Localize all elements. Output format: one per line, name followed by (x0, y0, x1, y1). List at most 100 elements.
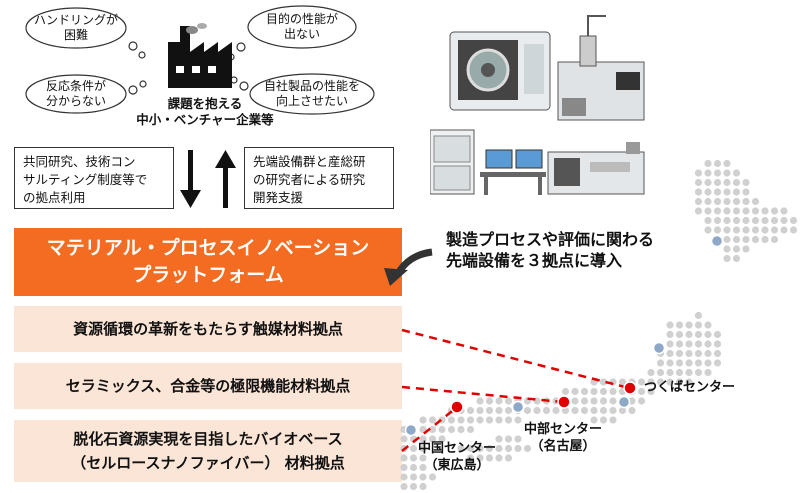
label-tsukuba: つくばセンター (644, 380, 736, 395)
map-dot (419, 454, 427, 462)
map-dot (409, 482, 418, 491)
factory-icon (168, 23, 232, 88)
map-dot (704, 169, 712, 177)
cloud-line: 反応条件が (45, 79, 106, 93)
map-dot (742, 235, 750, 244)
map-dot (523, 406, 532, 415)
map-dot (704, 368, 712, 377)
map-dot (523, 444, 532, 453)
cloud-text-handling: ハンドリングが 困難 (30, 13, 122, 43)
map-dot (761, 207, 769, 215)
map-dot (419, 473, 427, 481)
map-dot (713, 349, 722, 358)
marker-site (710, 234, 724, 248)
arrow-down-icon (180, 150, 201, 208)
map-dot (742, 226, 750, 234)
map-dot (694, 197, 703, 206)
map-dot (666, 349, 674, 358)
marker-chubu (557, 395, 571, 409)
map-dot (713, 169, 722, 177)
map-dot (419, 463, 427, 472)
map-dot (761, 216, 769, 225)
map-dot (599, 387, 608, 396)
map-dot (694, 178, 703, 187)
map-dot (666, 321, 674, 329)
challenge-clouds (25, 5, 375, 115)
map-dot (628, 406, 636, 415)
map-dot (495, 406, 503, 415)
map-dot (723, 226, 731, 234)
map-dot (666, 340, 674, 348)
cloud-shape (249, 73, 375, 115)
cloud-text-conditions: 反応条件が 分からない (30, 79, 122, 109)
marker-site (652, 341, 666, 355)
map-dot (438, 435, 446, 443)
map-dot (675, 321, 684, 329)
map-dot (428, 425, 437, 434)
map-dot (723, 207, 731, 215)
platform-banner: マテリアル・プロセスイノベーション プラットフォーム (14, 228, 402, 296)
map-dot (514, 416, 522, 424)
map-dot (789, 226, 798, 234)
map-dot (704, 349, 712, 358)
map-dot (723, 159, 731, 168)
map-dot (552, 406, 560, 415)
map-dot (514, 435, 522, 443)
map-dot (685, 340, 693, 348)
map-dot (419, 444, 427, 453)
map-dot (723, 178, 731, 187)
map-dot (704, 159, 712, 168)
marker-tsukuba (623, 381, 637, 395)
map-dot (704, 359, 712, 367)
map-dot (409, 473, 418, 481)
map-dot (713, 359, 722, 367)
map-dot (599, 406, 608, 415)
map-dot (647, 387, 655, 396)
map-dot (704, 330, 712, 339)
map-dot (533, 406, 541, 415)
map-dot (571, 387, 579, 396)
map-dot (675, 378, 684, 386)
map-dot (685, 330, 693, 339)
molding-machine-icon (547, 142, 645, 195)
map-dot (580, 406, 589, 415)
cloud-line: 出ない (283, 27, 320, 41)
map-dot (723, 235, 731, 244)
caption-line: 中小・ベンチャー企業等 (136, 112, 274, 127)
map-dot (694, 207, 703, 215)
cloud-text-improve: 自社製品の性能を 向上させたい (252, 79, 372, 109)
map-dot (466, 425, 475, 434)
map-dot (485, 397, 494, 405)
map-dot (514, 444, 522, 453)
map-dot (751, 207, 760, 215)
map-dot (675, 368, 684, 377)
city-line: 中国センター (418, 441, 497, 456)
map-dot (666, 359, 674, 367)
map-dot (732, 178, 741, 187)
map-dot (704, 226, 712, 234)
cloud-line: 困難 (63, 28, 88, 42)
map-dot (400, 463, 408, 472)
map-dot (618, 378, 627, 386)
map-dot (419, 482, 427, 491)
box-line: の拠点利用 (23, 190, 86, 205)
map-dot (713, 226, 722, 234)
map-dot (713, 207, 722, 215)
map-dot (713, 178, 722, 187)
map-dot (438, 425, 446, 434)
city-line: 中部センター (524, 422, 603, 437)
map-dot (495, 454, 503, 462)
cloud-line: 分からない (45, 94, 106, 108)
map-dot (742, 216, 750, 225)
map-dot (704, 340, 712, 348)
map-dot (713, 340, 722, 348)
map-dot (685, 321, 693, 329)
map-dot (561, 387, 570, 396)
cloud-shape (25, 74, 127, 114)
map-dot (580, 397, 589, 405)
map-dot (780, 216, 788, 225)
map-dot (504, 435, 513, 443)
map-dot (457, 425, 465, 434)
box-line: 開発支援 (253, 190, 304, 205)
map-dot (694, 359, 703, 367)
